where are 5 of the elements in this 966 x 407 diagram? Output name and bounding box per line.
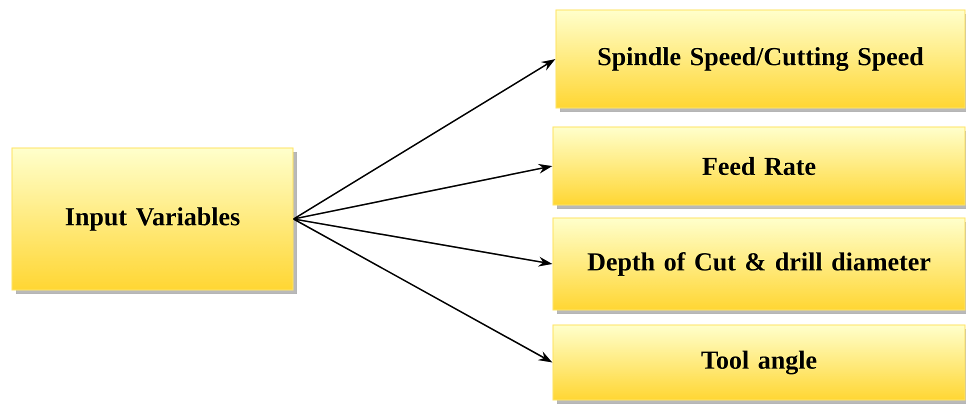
process-box: Depth of Cut & drill diameter xyxy=(552,218,966,314)
process-box: Input Variables xyxy=(12,148,297,294)
process-box: Spindle Speed/Cutting Speed xyxy=(556,10,966,112)
process-box: Feed Rate xyxy=(552,126,966,209)
process-box: Tool angle xyxy=(552,324,966,404)
